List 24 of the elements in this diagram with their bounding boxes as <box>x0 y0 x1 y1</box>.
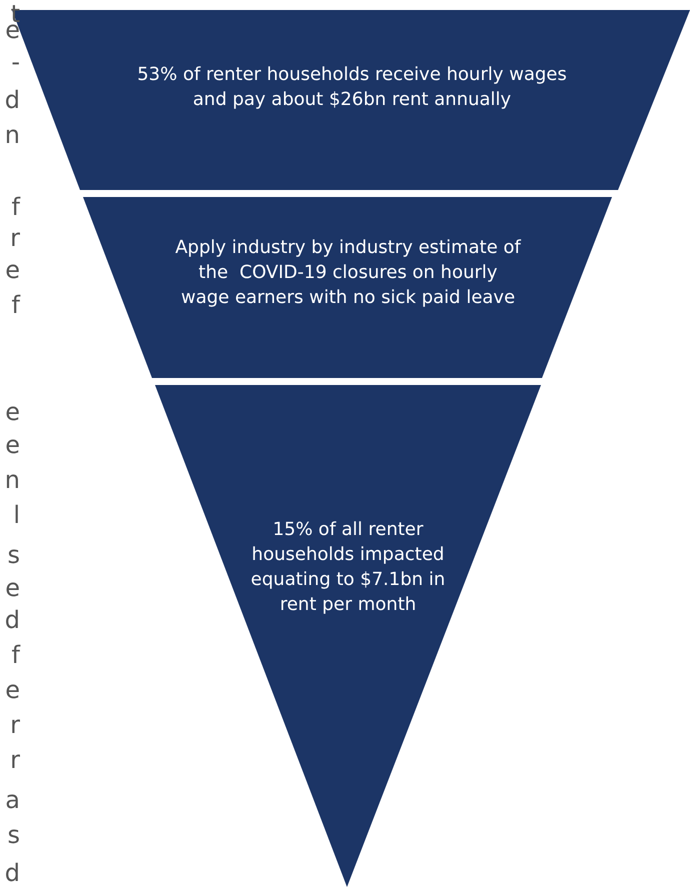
funnel-text: 53% of renter households receive hourly wages and pay about $26bn rent annually <box>136 63 568 112</box>
cropped-text-fragment: r <box>9 746 20 774</box>
cropped-text-fragment: f <box>10 291 20 319</box>
cropped-text-fragment: s <box>6 541 20 569</box>
cropped-text-fragment: n <box>4 466 20 494</box>
cropped-text-fragment: d <box>4 859 20 887</box>
funnel-text: 15% of all renter households impacted equating to $7.1bn in rent per month <box>250 518 446 617</box>
cropped-text-fragment: e <box>4 574 20 602</box>
cropped-text-fragment: l <box>12 501 20 529</box>
cropped-text-fragment: r <box>9 711 20 739</box>
cropped-text-fragment: a <box>4 786 20 814</box>
cropped-text-fragment: f <box>10 193 20 221</box>
cropped-text-fragment: e <box>4 431 20 459</box>
cropped-text-fragment: d <box>4 606 20 634</box>
cropped-text-fragment: r <box>9 224 20 252</box>
cropped-text-fragment: f <box>10 641 20 669</box>
cropped-text-fragment: e <box>4 256 20 284</box>
cropped-text-fragment: e <box>4 676 20 704</box>
cropped-text-fragment: s <box>6 821 20 849</box>
cropped-text-fragment: d <box>4 86 20 114</box>
cropped-text-fragment: - <box>10 48 20 76</box>
cropped-text-fragment: e <box>4 398 20 426</box>
cropped-text-fragment: n <box>4 121 20 149</box>
funnel-text: Apply industry by industry estimate of the COVID-19 closures on hourly wage earners with no sick paid leave <box>174 236 522 310</box>
